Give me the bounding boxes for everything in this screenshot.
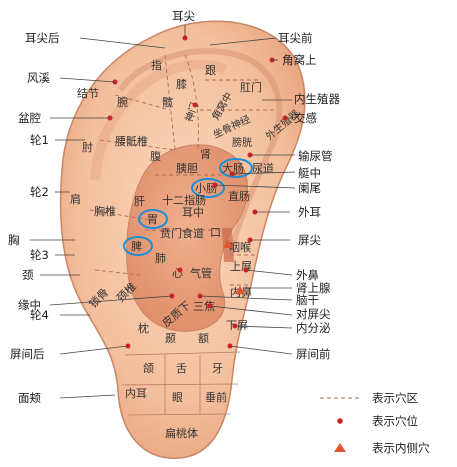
zone-trachea: 气管: [190, 266, 212, 280]
zone-throat: 咽喉: [229, 241, 251, 254]
lobe-grid: [121, 351, 241, 416]
zone-abdomen: 腹: [150, 149, 161, 163]
zone-tooth: 牙: [212, 362, 223, 375]
label-endocrine: 内分泌: [296, 321, 331, 335]
inner-triangle-1: [223, 240, 233, 248]
label-appendix: 阑尾: [298, 181, 321, 195]
zone-boundaries: [89, 54, 275, 286]
label-neck: 颈: [22, 268, 34, 282]
zone-rectum: 直肠: [228, 189, 250, 203]
label-inner-genitalia: 内生殖器: [294, 92, 340, 106]
legend-inner-label: 表示内侧穴: [372, 441, 430, 455]
label-apex-back: 耳尖后: [25, 31, 60, 45]
zone-eye: 眼: [172, 391, 183, 404]
zone-inner-ear: 内耳: [125, 386, 147, 400]
label-fengxi: 风溪: [27, 71, 50, 85]
zone-bladder: 膀胱: [232, 136, 252, 149]
inner-triangle-2: [235, 286, 245, 294]
zone-duodenum: 十二指肠: [162, 193, 206, 207]
zone-pancreas-gb: 胰胆: [176, 161, 198, 175]
label-helix2: 轮2: [30, 185, 49, 199]
zone-lower-jaw: 垂前: [205, 390, 227, 404]
zone-cardia-esophagus: 贲门食道: [160, 226, 204, 240]
zone-lung: 肺: [155, 252, 166, 265]
zone-knot: 结节: [77, 87, 99, 100]
label-apex-front: 耳尖前: [278, 31, 313, 45]
label-brainstem: 脑干: [296, 293, 319, 307]
zone-mouth: 口: [210, 226, 221, 239]
zone-tongue: 舌: [176, 362, 187, 375]
label-adrenal: 肾上腺: [296, 281, 331, 295]
legend-point-swatch: [337, 418, 343, 424]
label-jiewo-shang: 角窝上: [282, 53, 317, 67]
ring-small-intestine: [191, 178, 225, 198]
highlight-rings: [123, 158, 253, 256]
zone-thoracic: 胸椎: [94, 204, 116, 218]
zone-shoulder: 肩: [70, 192, 81, 206]
label-intertragic-front: 屏间前: [296, 347, 331, 361]
inner-points: [223, 240, 245, 294]
zone-knee: 膝: [176, 78, 187, 91]
zone-liver: 肝: [134, 195, 145, 208]
label-ureter: 输尿管: [298, 149, 333, 163]
zone-tonsil: 扁桃体: [165, 426, 198, 440]
zone-hip: 髋: [162, 95, 173, 109]
ring-large-intestine: [219, 158, 253, 178]
label-yuanzhong: 缘中: [18, 298, 41, 312]
zone-finger: 指: [151, 58, 162, 72]
zone-forehead: 额: [198, 332, 209, 345]
label-helix4: 轮4: [30, 308, 49, 322]
external-text: 耳尖 耳尖后 耳尖前 风溪 角窝上 内生殖器 交感 盆腔 轮1 输尿管 艇中 阑…: [8, 9, 340, 405]
ring-stomach: [138, 209, 168, 229]
legend: 表示穴区 表示穴位 表示内侧穴: [320, 391, 430, 455]
zone-anus: 肛门: [240, 80, 262, 94]
helix-rim: [117, 48, 283, 251]
label-cymba: 艇中: [298, 166, 321, 180]
label-outer-nose: 外鼻: [296, 268, 319, 282]
antihelix-ridge: [90, 59, 228, 181]
point-heart: [177, 267, 183, 273]
label-chest: 胸: [8, 233, 20, 247]
zone-spleen: 脾: [131, 239, 142, 253]
zone-urethra: 尿道: [252, 161, 274, 175]
label-helix3: 轮3: [30, 248, 49, 262]
zone-kidney: 肾: [200, 148, 211, 161]
zone-stomach: 胃: [147, 213, 158, 226]
label-intertragic-back: 屏间后: [10, 347, 45, 361]
zone-jaw: 颌: [143, 361, 154, 375]
label-outer-ear: 外耳: [298, 205, 321, 219]
zone-large-intestine: 大肠: [222, 161, 244, 175]
zone-wrist: 腕: [117, 95, 128, 109]
zone-heel: 跟: [205, 64, 216, 77]
legend-zone-label: 表示穴区: [372, 391, 418, 405]
label-ear-apex: 耳尖: [172, 9, 195, 23]
zone-upper-tragus: 上屏: [230, 260, 252, 273]
point-shenmen: [192, 102, 198, 108]
zone-temple: 颞: [165, 332, 176, 345]
label-pelvis: 盆腔: [18, 111, 41, 125]
label-tragus-apex: 屏尖: [298, 233, 321, 247]
zone-sanjiao: 三焦: [193, 300, 215, 313]
zone-lumbosacral: 腰骶椎: [115, 134, 148, 148]
zone-occiput: 枕: [138, 321, 149, 335]
legend-point-label: 表示穴位: [372, 414, 418, 428]
label-sympathetic: 交感: [294, 111, 317, 125]
zone-small-intestine: 小肠: [195, 182, 217, 195]
label-antitragus-apex: 对屏尖: [296, 307, 331, 321]
leader-lines: [30, 25, 296, 399]
ring-spleen: [123, 236, 153, 256]
zone-elbow: 肘: [82, 140, 93, 154]
legend-inner-swatch: [334, 443, 346, 452]
zone-heart: 心: [172, 267, 183, 280]
label-cheek: 面颊: [18, 391, 41, 405]
label-helix1: 轮1: [30, 133, 49, 147]
zone-ear-center: 耳中: [182, 206, 204, 219]
